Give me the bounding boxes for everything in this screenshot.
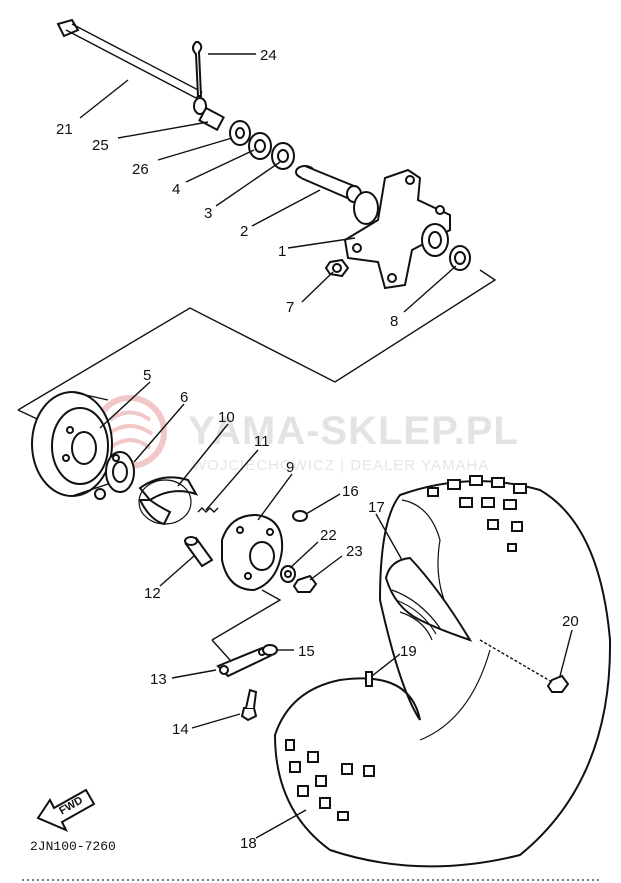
part-26-collar xyxy=(229,120,251,146)
part-1-hub xyxy=(343,168,451,290)
label-part-13: 13 xyxy=(150,671,167,688)
label-part-26: 26 xyxy=(132,161,149,178)
watermark-subtitle: WOJCIECHOWICZ | DEALER YAMAHA xyxy=(192,457,489,474)
label-part-3: 3 xyxy=(204,205,212,222)
brake-assembly xyxy=(31,391,318,722)
part-10-brake-shoes xyxy=(138,476,199,526)
label-part-19: 19 xyxy=(400,643,417,660)
part-2-spacer xyxy=(295,165,362,203)
label-part-12: 12 xyxy=(144,585,161,602)
diagram-code: 2JN100-7260 xyxy=(30,839,116,854)
wheel-assembly xyxy=(273,475,612,868)
watermark: YAMA-SKLEP.PL WOJCIECHOWICZ | DEALER YAM… xyxy=(93,395,519,474)
part-9-brake-panel xyxy=(221,513,284,592)
logo-tuning-forks xyxy=(106,410,154,450)
part-16-cap xyxy=(292,510,308,522)
label-part-25: 25 xyxy=(92,137,109,154)
part-5-brake-drum xyxy=(31,391,113,497)
label-part-1: 1 xyxy=(278,243,286,260)
part-25-nut xyxy=(193,97,226,132)
fwd-arrow-icon: FWD xyxy=(36,788,96,832)
tire-tread-blocks xyxy=(285,475,527,821)
label-part-8: 8 xyxy=(390,313,398,330)
label-part-2: 2 xyxy=(240,223,248,240)
label-part-21: 21 xyxy=(56,121,73,138)
part-22-washer xyxy=(280,565,296,583)
label-part-17: 17 xyxy=(368,499,385,516)
part-11-spring xyxy=(197,507,219,513)
label-part-5: 5 xyxy=(143,367,151,384)
label-part-22: 22 xyxy=(320,527,337,544)
part-labels: 21 25 26 4 3 2 1 7 8 24 5 6 10 11 9 16 1… xyxy=(56,47,579,852)
leader-lines xyxy=(79,53,573,839)
label-part-23: 23 xyxy=(346,543,363,560)
label-part-16: 16 xyxy=(342,483,359,500)
part-14-bolt xyxy=(240,688,258,722)
part-24-cotter-pin xyxy=(192,41,203,97)
part-18-tire xyxy=(273,475,612,868)
part-12-brake-camshaft xyxy=(184,536,214,568)
label-part-6: 6 xyxy=(180,389,188,406)
label-part-4: 4 xyxy=(172,181,180,198)
part-4-bearing xyxy=(248,132,272,160)
label-part-24: 24 xyxy=(260,47,277,64)
part-17-rim xyxy=(384,556,473,642)
label-part-9: 9 xyxy=(286,459,294,476)
part-15-nut xyxy=(262,644,278,656)
part-6-gasket-plate xyxy=(94,451,135,500)
label-part-20: 20 xyxy=(562,613,579,630)
label-part-18: 18 xyxy=(240,835,257,852)
part-21-axle xyxy=(56,18,203,99)
part-7-nut xyxy=(324,258,350,278)
label-part-7: 7 xyxy=(286,299,294,316)
label-part-15: 15 xyxy=(298,643,315,660)
part-13-camshaft-lever xyxy=(216,646,272,678)
label-part-11: 11 xyxy=(254,433,270,450)
label-part-10: 10 xyxy=(218,409,235,426)
watermark-title: YAMA-SKLEP.PL xyxy=(188,409,519,453)
part-8-oil-seal xyxy=(449,245,471,271)
part-19-valve xyxy=(365,671,373,687)
part-20-wheel-nut xyxy=(546,674,570,693)
axle-assembly xyxy=(56,18,471,290)
label-part-14: 14 xyxy=(172,721,189,738)
part-3-bearing xyxy=(271,142,295,170)
